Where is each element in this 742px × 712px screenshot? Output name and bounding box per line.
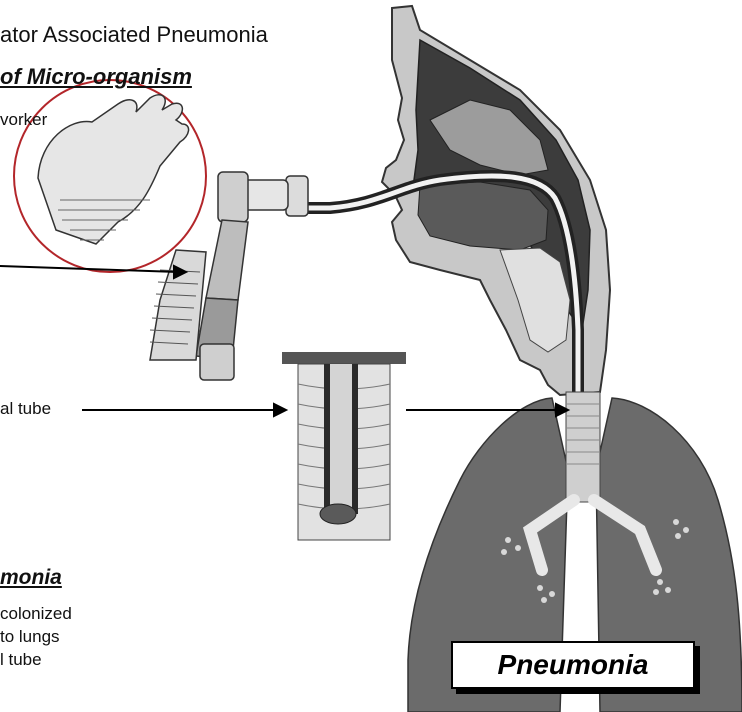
contaminated-hand [14, 80, 206, 272]
transmission-heading: of Micro-organism [0, 64, 192, 90]
pneumonia-line-3: l tube [0, 650, 42, 670]
tube-label: al tube [0, 399, 51, 419]
pneumonia-label: Pneumonia [498, 649, 649, 681]
pneumonia-label-box: Pneumonia [451, 641, 695, 689]
pneumonia-line-1: colonized [0, 604, 72, 624]
worker-label: vorker [0, 110, 47, 130]
trachea-inset [282, 352, 406, 542]
page-title: ator Associated Pneumonia [0, 22, 268, 48]
pneumonia-line-2: to lungs [0, 627, 60, 647]
pneumonia-heading: monia [0, 566, 62, 590]
